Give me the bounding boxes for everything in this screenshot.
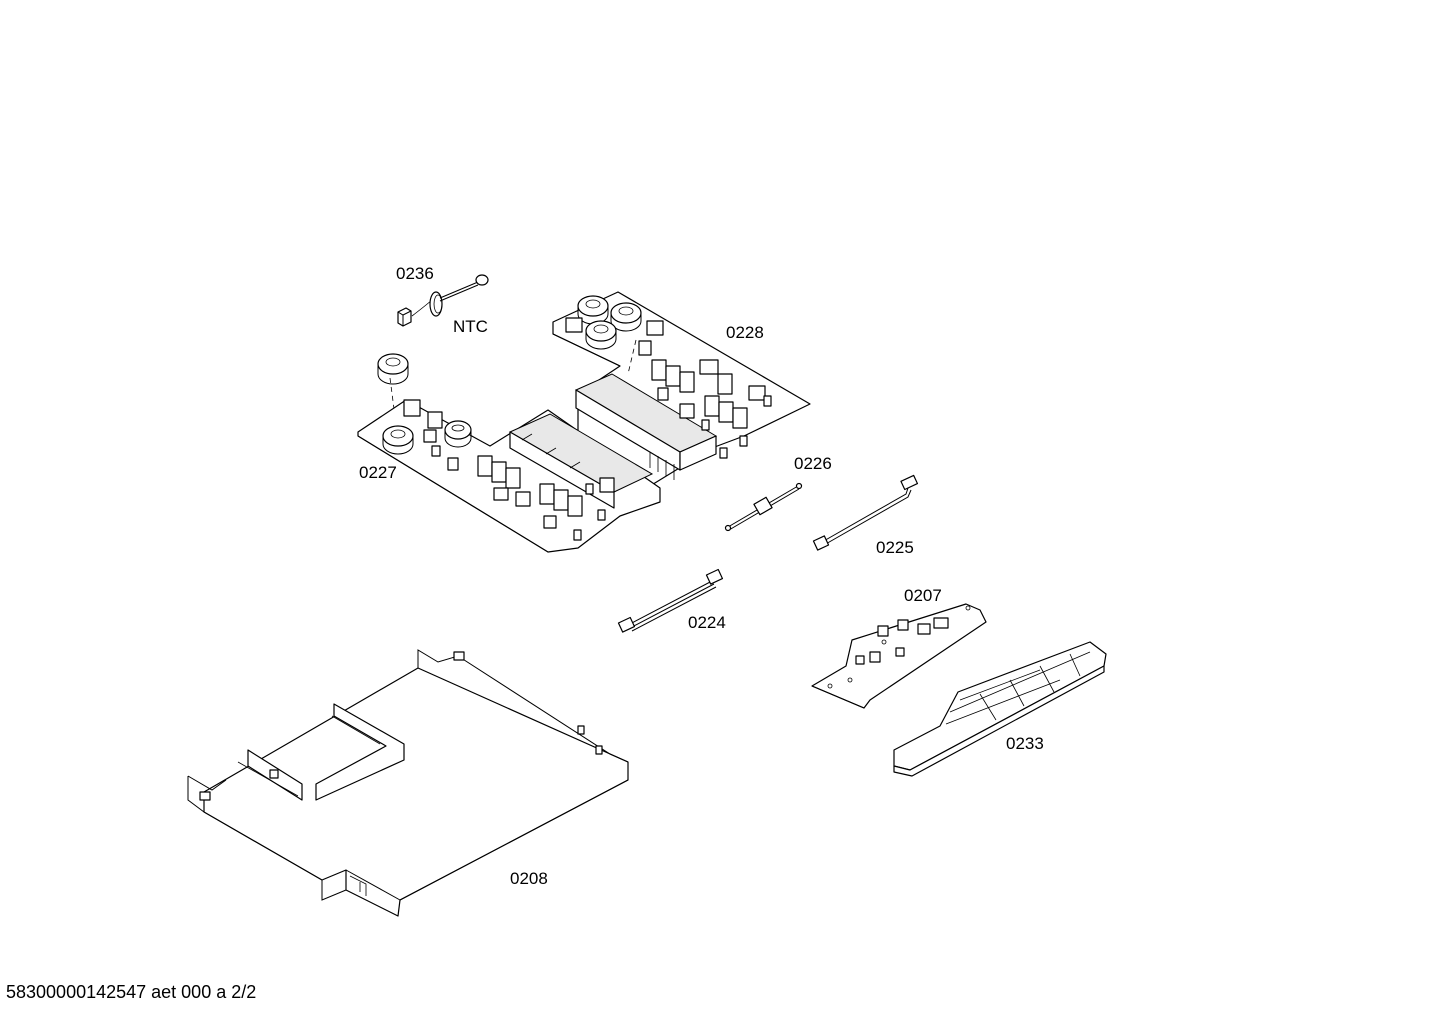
label-0233: 0233 [1006, 734, 1044, 753]
part-0208-tray [187, 649, 629, 917]
label-0227: 0227 [359, 463, 397, 482]
part-0226-wire [724, 482, 803, 532]
label-0236: 0236 [396, 264, 434, 283]
part-0207-control-board [811, 603, 987, 709]
part-0236-ntc-sensor [397, 274, 489, 327]
label-0208: 0208 [510, 869, 548, 888]
part-0227-power-board [357, 353, 661, 553]
part-0224-cable [617, 568, 724, 633]
label-0228: 0228 [726, 323, 764, 342]
label-0226: 0226 [794, 454, 832, 473]
label-ntc: NTC [453, 317, 488, 336]
label-0224: 0224 [688, 613, 726, 632]
label-0225: 0225 [876, 538, 914, 557]
part-0233-bracket [893, 641, 1107, 777]
document-footer: 58300000142547 aet 000 a 2/2 [6, 982, 257, 1002]
part-0225-cable [812, 474, 919, 551]
label-0207: 0207 [904, 586, 942, 605]
part-0228-power-board [552, 291, 811, 489]
